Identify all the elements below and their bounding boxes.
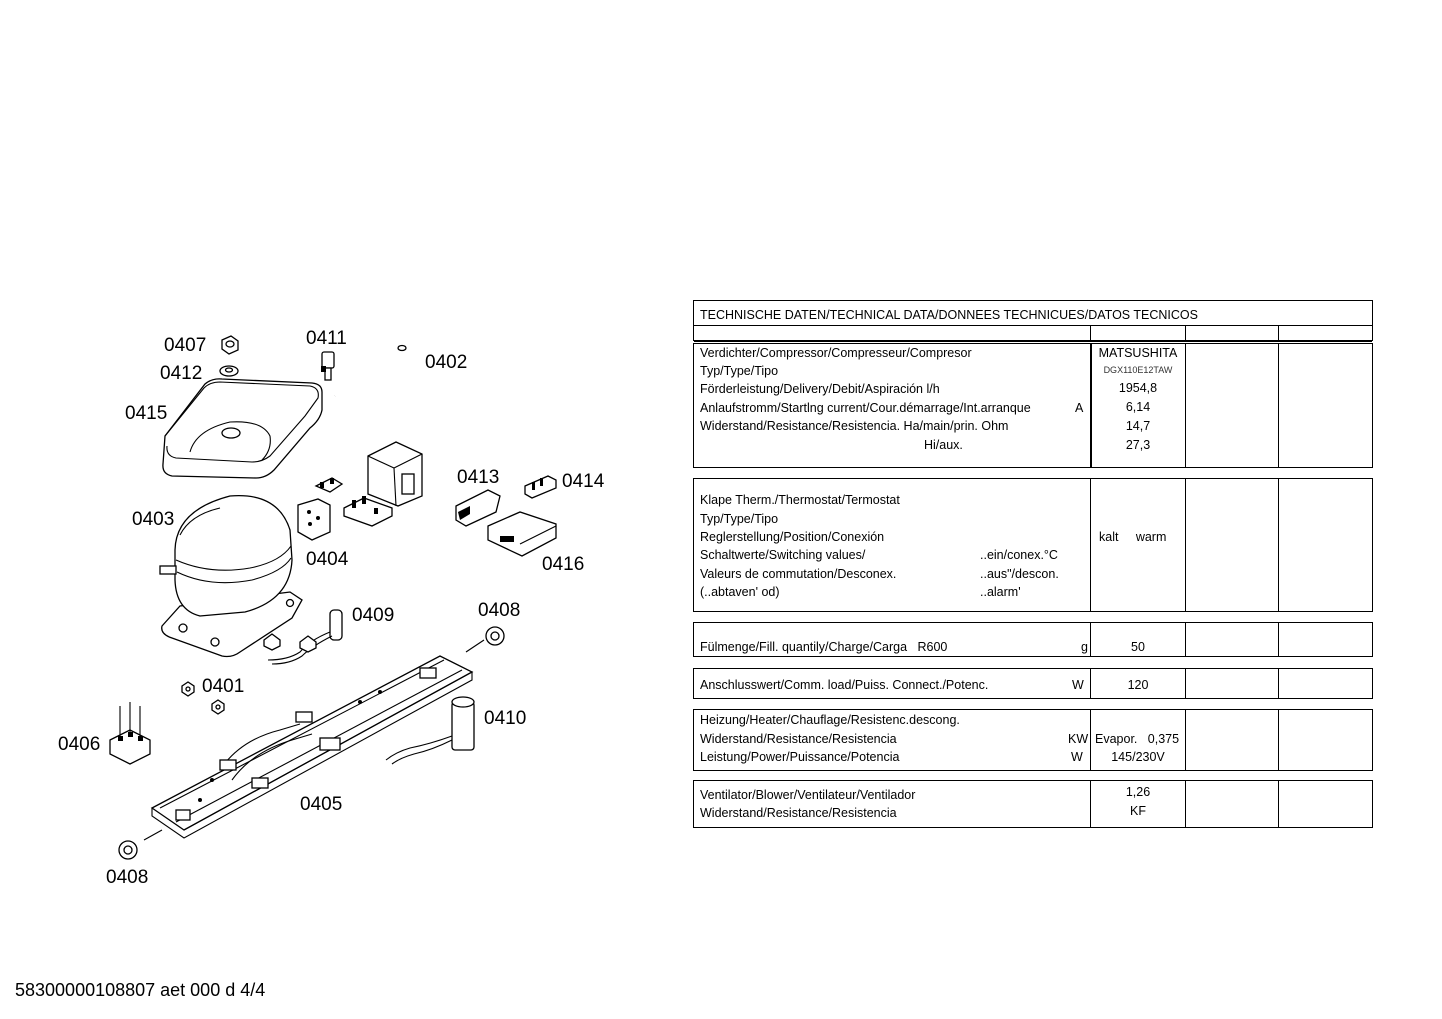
heater-power-label: Leistung/Power/Puissance/Potencia [700, 750, 900, 764]
callout-0405: 0405 [300, 794, 342, 815]
delivery-value: 1954,8 [1118, 381, 1158, 395]
callout-0408-right: 0408 [478, 600, 520, 621]
callout-0401: 0401 [202, 676, 244, 697]
foot-part-0408-left [118, 829, 163, 860]
capacitor-part-0410 [385, 696, 475, 765]
blower-block: Ventilator/Blower/Ventilateur/Ventilador… [693, 780, 1373, 828]
switching-values-label: Schaltwerte/Switching values/ [700, 548, 866, 562]
terminal-block-part-0406 [109, 702, 151, 765]
table-title: TECHNISCHE DATEN/TECHNICAL DATA/DONNEES … [700, 308, 1198, 322]
module-part-0416 [487, 511, 557, 557]
thermostat-block: Klape Therm./Thermostat/Termostat Typ/Ty… [693, 478, 1373, 612]
position-label: Reglerstellung/Position/Conexión [700, 530, 885, 544]
connector-part-0411 [321, 351, 335, 381]
heater-resistance-label: Widerstand/Resistance/Resistencia [700, 732, 897, 746]
washer-part-0412 [219, 365, 239, 377]
fill-quantity-value: 50 [1131, 640, 1145, 654]
callout-0413: 0413 [457, 467, 499, 488]
compressor-block: Verdichter/Compressor/Compresseur/Compre… [693, 343, 1373, 468]
alarm-label: ..alarm' [980, 585, 1021, 599]
nut-part-0407 [221, 335, 239, 355]
fill-quantity-unit: g [1081, 640, 1088, 654]
table-header-block: TECHNISCHE DATEN/TECHNICAL DATA/DONNEES … [693, 300, 1373, 342]
blower-resistance-label: Widerstand/Resistance/Resistencia [700, 806, 897, 820]
fill-quantity-label: Fülmenge/Fill. quantily/Charge/Carga R60… [700, 640, 948, 654]
compressor-label: Verdichter/Compressor/Compresseur/Compre… [700, 346, 972, 360]
blower-value: 1,26 [1125, 785, 1151, 799]
thermostat-label: Klape Therm./Thermostat/Termostat [700, 493, 900, 507]
blower-label: Ventilator/Blower/Ventilateur/Ventilador [700, 788, 916, 802]
connected-load-block: Anschlusswert/Comm. load/Puiss. Connect.… [693, 668, 1373, 699]
heater-resistance-value: Evapor. 0,375 [1095, 732, 1180, 746]
resistance-main-label: Widerstand/Resistance/Resistencia. Ha/ma… [700, 419, 1009, 433]
compressor-maker: MATSUSHITA [1098, 346, 1178, 360]
defrost-label: (..abtaven' od) [700, 585, 780, 599]
document-footer-code: 58300000108807 aet 000 d 4/4 [15, 980, 266, 1000]
connected-load-label: Anschlusswert/Comm. load/Puiss. Connect.… [700, 678, 989, 692]
blower-resistance-value: KF [1130, 804, 1146, 818]
compressor-part-0403 [159, 494, 303, 658]
connected-load-value: 120 [1127, 678, 1149, 692]
callout-0406: 0406 [58, 734, 100, 755]
delivery-label: Förderleistung/Delivery/Debit/Aspiración… [700, 382, 940, 396]
commutation-label: Valeurs de commutation/Desconex. [700, 567, 897, 581]
thermostat-type-label: Typ/Type/Tipo [700, 512, 779, 526]
callout-0412: 0412 [160, 363, 202, 384]
callout-0402: 0402 [425, 352, 467, 373]
connector-part-0414 [524, 475, 557, 499]
callout-0407: 0407 [164, 335, 206, 356]
callout-0416: 0416 [542, 554, 584, 575]
connected-load-unit: W [1072, 678, 1084, 692]
starting-current-value: 6,14 [1125, 400, 1151, 414]
position-values: kalt warm [1099, 530, 1167, 544]
heater-block: Heizung/Heater/Chauflage/Resistenc.desco… [693, 709, 1373, 771]
tube-part-0402 [330, 344, 407, 421]
compressor-type-value: DGX110E12TAW [1103, 365, 1173, 375]
callout-0410: 0410 [484, 708, 526, 729]
foot-part-0408-right [465, 626, 505, 653]
starting-current-label: Anlaufstromm/Startlng current/Cour.démar… [700, 401, 1031, 415]
starting-current-unit: A [1075, 401, 1084, 415]
cover-part-0413 [455, 489, 501, 527]
exploded-parts-diagram: 0407 0412 0411 0402 0415 0413 0414 0403 … [58, 328, 605, 888]
callout-0415: 0415 [125, 403, 167, 424]
heater-resistance-unit: KW [1068, 732, 1089, 746]
callout-0414: 0414 [562, 471, 605, 492]
heater-power-unit: W [1071, 750, 1083, 764]
resistance-aux-label: Hi/aux. [924, 438, 963, 452]
switch-on-label: ..ein/conex.°C [980, 548, 1058, 562]
relay-part-0404 [297, 441, 423, 541]
rail-part-0405 [150, 655, 474, 839]
callout-0404: 0404 [306, 549, 349, 570]
compressor-type-label: Typ/Type/Tipo [700, 364, 779, 378]
nut-part-0401 [181, 681, 225, 715]
callout-0411: 0411 [306, 328, 347, 349]
heater-power-value: 145/230V [1111, 750, 1165, 764]
resistance-aux-value: 27,3 [1125, 438, 1151, 452]
heater-label: Heizung/Heater/Chauflage/Resistenc.desco… [700, 713, 960, 727]
fill-quantity-block: Fülmenge/Fill. quantily/Charge/Carga R60… [693, 622, 1373, 657]
resistance-main-value: 14,7 [1125, 419, 1151, 433]
tray-part-0415 [162, 378, 323, 479]
callout-0409: 0409 [352, 605, 394, 626]
callout-0403: 0403 [132, 509, 174, 530]
switch-off-label: ..aus"/descon. [980, 567, 1059, 581]
callout-0408-left: 0408 [106, 867, 148, 888]
sensor-part-0409 [263, 609, 343, 665]
